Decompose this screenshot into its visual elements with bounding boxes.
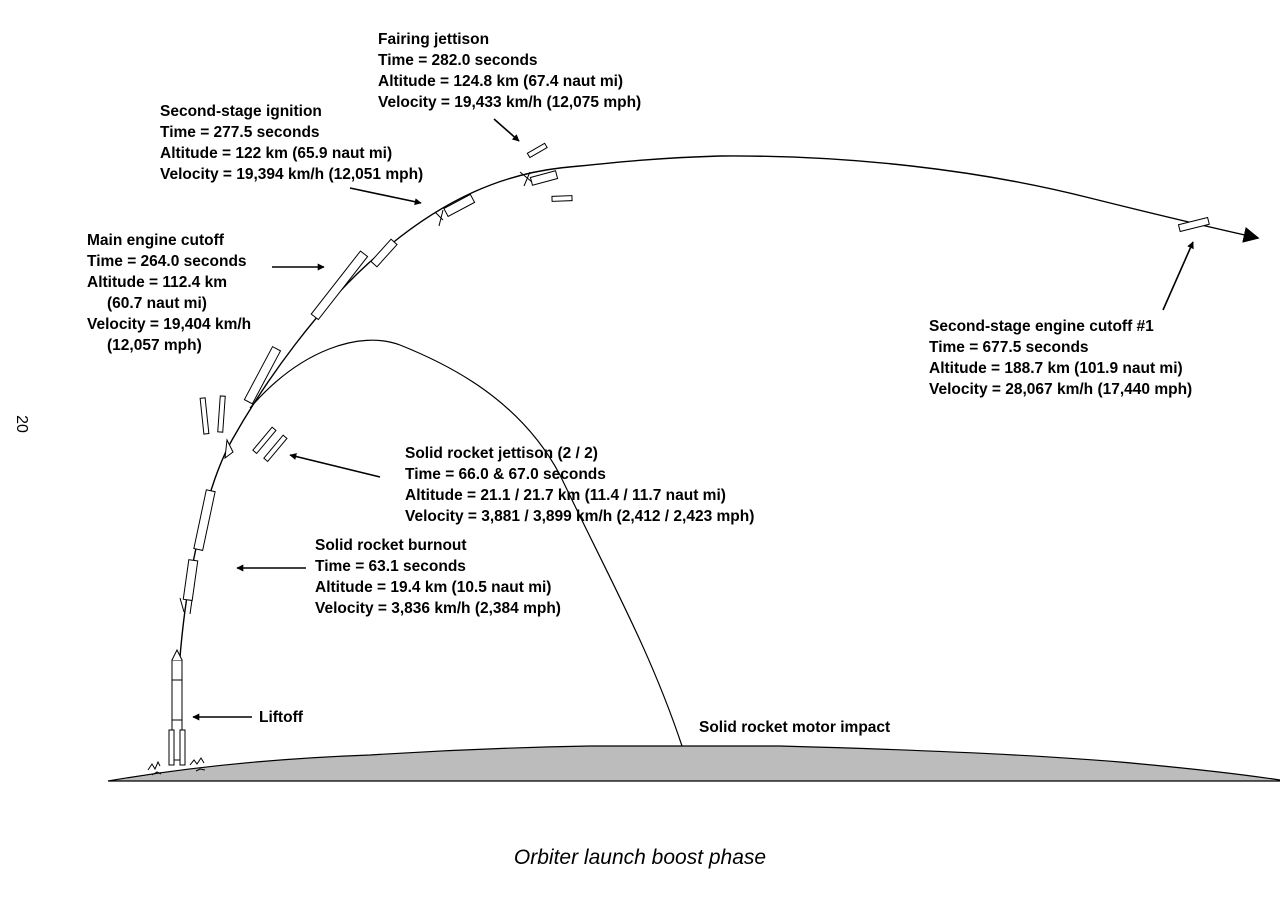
vehicle-burnout-icon [179, 559, 199, 615]
seco-arrow [1162, 241, 1194, 311]
event-velocity-continued: (12,057 mph) [107, 337, 202, 354]
callout-arrows [192, 118, 1194, 721]
event-velocity: Velocity = 19,394 km/h (12,051 mph) [160, 166, 424, 183]
event-altitude-continued: (60.7 naut mi) [107, 295, 207, 312]
event-velocity: Velocity = 19,404 km/h [87, 316, 252, 333]
second-ignition-arrow [349, 187, 422, 206]
event-time: Time = 282.0 seconds [378, 52, 538, 69]
event-altitude: Altitude = 19.4 km (10.5 naut mi) [315, 579, 552, 596]
vehicle-seco-icon [1177, 216, 1210, 233]
event-title: Second-stage ignition [160, 103, 322, 120]
solid-rocket-burnout-label: Solid rocket burnout Time = 63.1 seconds… [315, 535, 561, 619]
event-velocity: Velocity = 28,067 km/h (17,440 mph) [929, 381, 1193, 398]
event-altitude: Altitude = 124.8 km (67.4 naut mi) [378, 73, 624, 90]
event-title: Solid rocket burnout [315, 537, 467, 554]
second-stage-cutoff-label: Second-stage engine cutoff #1 Time = 677… [929, 316, 1192, 400]
vehicle-meco-icon [243, 238, 398, 405]
event-velocity: Velocity = 3,836 km/h (2,384 mph) [315, 600, 561, 617]
page-number: 20 [13, 415, 30, 433]
main-engine-cutoff-label: Main engine cutoff Time = 264.0 seconds … [87, 230, 251, 356]
solid-rocket-jettison-label: Solid rocket jettison (2 / 2) Time = 66.… [405, 443, 754, 527]
event-time: Time = 277.5 seconds [160, 124, 320, 141]
vehicle-second-stage-icon [434, 170, 559, 227]
earth-ground [107, 745, 1280, 782]
event-altitude: Altitude = 112.4 km [87, 274, 227, 291]
srm-fall-trajectory [249, 339, 683, 747]
event-title: Main engine cutoff [87, 232, 224, 249]
liftoff-label: Liftoff [259, 709, 303, 726]
event-velocity: Velocity = 3,881 / 3,899 km/h (2,412 / 2… [405, 508, 755, 525]
second-stage-ignition-label: Second-stage ignition Time = 277.5 secon… [160, 101, 423, 185]
jettisoned-solid-rockets-icon [199, 395, 288, 463]
vehicle-jettison-icon [193, 438, 234, 551]
event-time: Time = 66.0 & 67.0 seconds [405, 466, 606, 483]
fairing-jettison-label: Fairing jettison Time = 282.0 seconds Al… [378, 29, 641, 113]
event-time: Time = 264.0 seconds [87, 253, 247, 270]
event-time: Time = 677.5 seconds [929, 339, 1089, 356]
srm-jettison-arrow [289, 453, 381, 478]
main-trajectory [175, 155, 1260, 761]
fairing-halves-icon [526, 142, 573, 202]
event-title: Fairing jettison [378, 31, 490, 48]
fairing-arrow [493, 118, 520, 142]
figure-caption: Orbiter launch boost phase [513, 846, 767, 869]
event-altitude: Altitude = 188.7 km (101.9 naut mi) [929, 360, 1183, 377]
event-time: Time = 63.1 seconds [315, 558, 466, 575]
event-altitude: Altitude = 21.1 / 21.7 km (11.4 / 11.7 n… [405, 487, 726, 504]
vehicle-liftoff-icon [168, 648, 186, 766]
event-title: Second-stage engine cutoff #1 [929, 318, 1154, 335]
event-altitude: Altitude = 122 km (65.9 naut mi) [160, 145, 393, 162]
srm-impact-label: Solid rocket motor impact [699, 719, 891, 736]
event-velocity: Velocity = 19,433 km/h (12,075 mph) [378, 94, 642, 111]
event-title: Solid rocket jettison (2 / 2) [405, 445, 598, 462]
launch-smoke [147, 757, 206, 776]
